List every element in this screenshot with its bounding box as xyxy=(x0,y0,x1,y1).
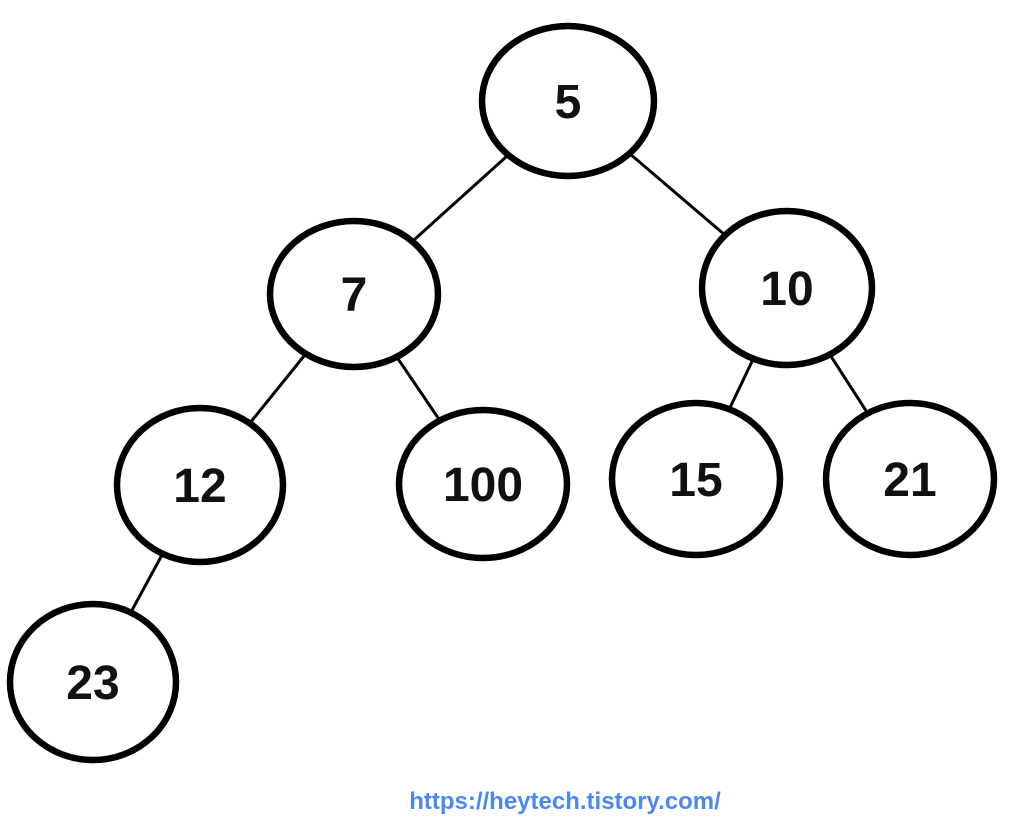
node-circle-23 xyxy=(6,600,180,764)
tree-node-100: 100 xyxy=(395,406,571,562)
tree-node-5: 5 xyxy=(478,22,658,180)
tree-node-21: 21 xyxy=(822,399,998,559)
node-circle-15 xyxy=(608,399,784,559)
tree-node-10: 10 xyxy=(698,207,876,369)
node-label-7: 7 xyxy=(341,269,368,322)
footer-url-watermark: https://heytech.tistory.com/ xyxy=(409,788,721,815)
node-label-12: 12 xyxy=(173,460,226,513)
node-label-10: 10 xyxy=(760,263,813,316)
tree-edges xyxy=(91,99,912,684)
node-circle-21 xyxy=(822,399,998,559)
tree-node-23: 23 xyxy=(6,600,180,764)
node-label-100: 100 xyxy=(443,459,523,512)
node-label-21: 21 xyxy=(883,454,936,507)
node-label-5: 5 xyxy=(555,76,582,129)
node-circle-12 xyxy=(113,404,287,566)
tree-node-7: 7 xyxy=(266,217,442,371)
node-circle-5 xyxy=(478,22,658,180)
tree-node-12: 12 xyxy=(113,404,287,566)
node-circle-10 xyxy=(698,207,876,369)
node-label-23: 23 xyxy=(66,657,119,710)
node-circle-7 xyxy=(266,217,442,371)
tree-node-15: 15 xyxy=(608,399,784,559)
node-label-15: 15 xyxy=(669,454,722,507)
node-circle-100 xyxy=(395,406,571,562)
